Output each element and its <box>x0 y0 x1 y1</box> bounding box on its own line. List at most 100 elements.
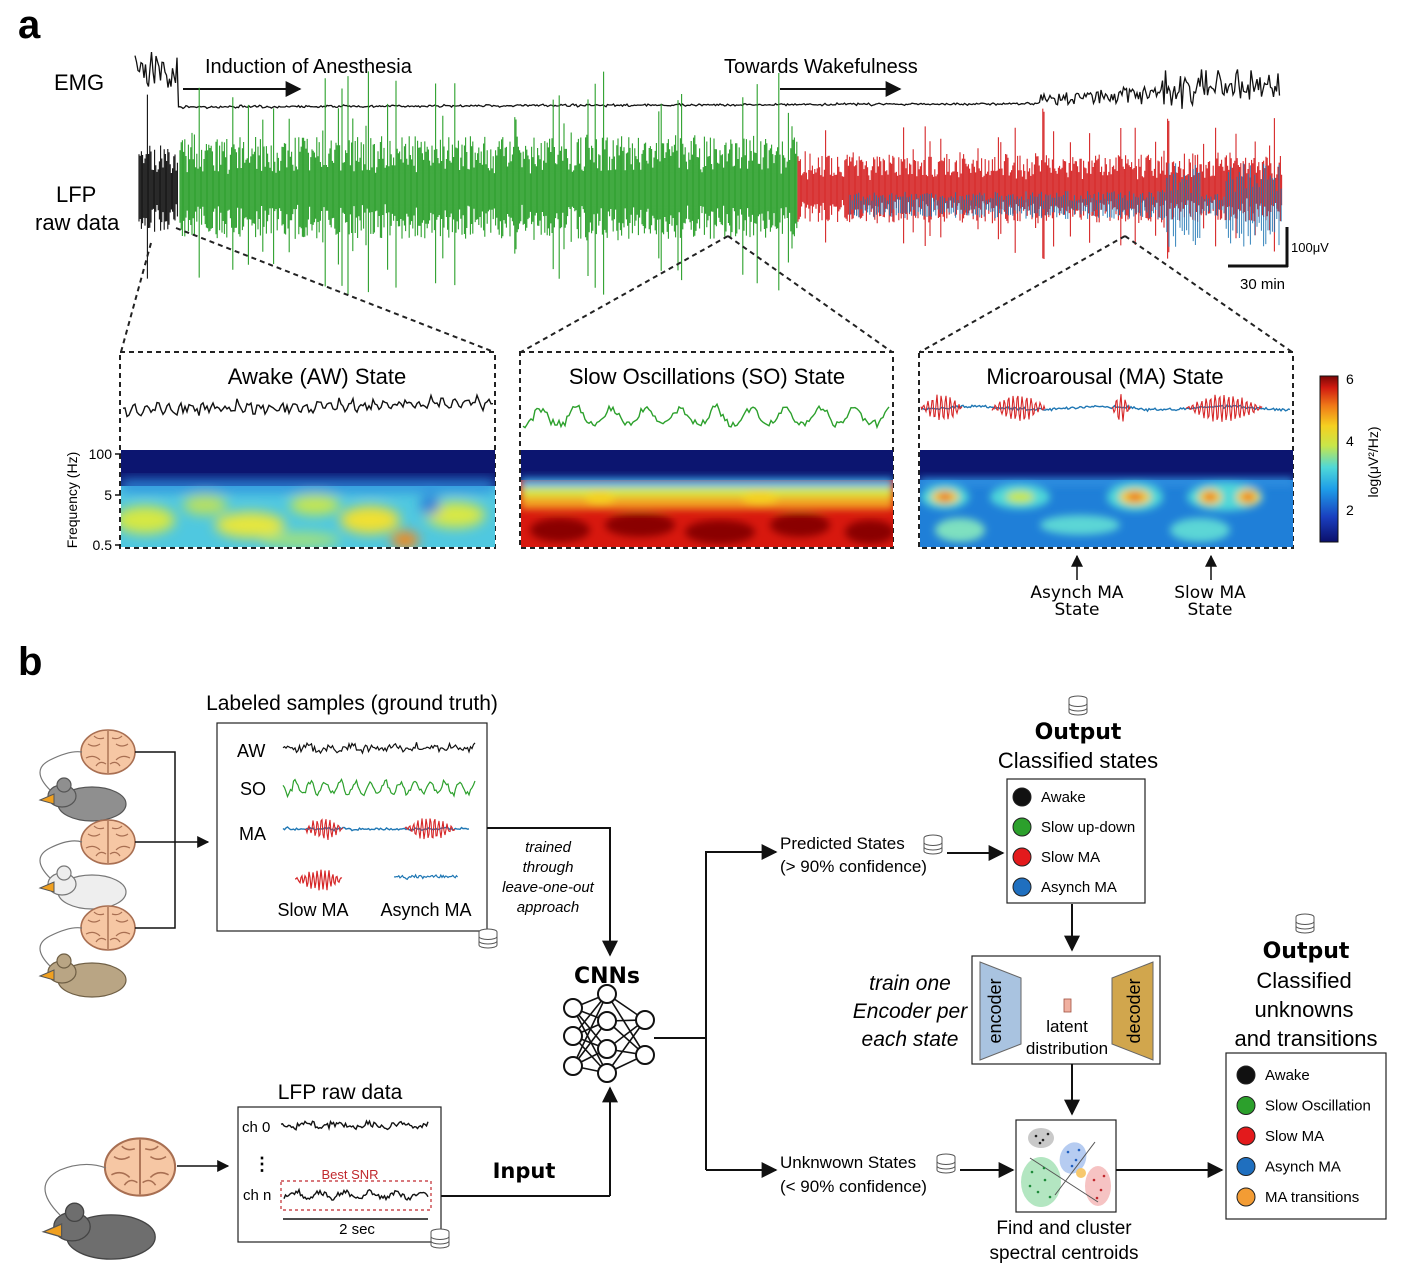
sample-trace-aw <box>282 741 476 755</box>
sample-trace-so <box>282 777 476 799</box>
two-sec-label: 2 sec <box>339 1221 375 1238</box>
cnn-connection <box>606 1019 646 1074</box>
output1-legend-marker <box>1012 877 1032 897</box>
lfp-segment-so <box>179 71 798 295</box>
channel-dots: ⋮ <box>253 1154 271 1174</box>
lfp-segment-slow-ma <box>797 108 1283 259</box>
svg-text:approach: approach <box>517 899 580 916</box>
channel-0-trace <box>280 1119 429 1131</box>
wakefulness-label: Towards Wakefulness <box>724 56 918 78</box>
mouse-3 <box>39 953 127 998</box>
cnn-network-icon <box>563 984 655 1083</box>
so-state-trace <box>522 402 890 430</box>
latent-label-1: latent <box>1046 1017 1088 1036</box>
mouse-1 <box>39 777 127 822</box>
slow-annotation-1: Slow MA <box>1174 583 1246 603</box>
database-icon <box>923 834 943 855</box>
state-title-ma: Microarousal (MA) State <box>986 364 1223 389</box>
output1-legend-marker <box>1012 817 1032 837</box>
unknown-states-1: Unknwown States <box>780 1153 916 1172</box>
cnn-node <box>635 1010 655 1030</box>
brain-2 <box>80 819 136 865</box>
output1-legend-label: Awake <box>1041 789 1086 806</box>
panel-a-letter: a <box>18 3 41 47</box>
svg-text:trained: trained <box>525 839 572 856</box>
cnn-node <box>563 1056 583 1076</box>
cluster-plot <box>1021 1128 1111 1207</box>
output2-legend-label: MA transitions <box>1265 1189 1359 1206</box>
output2-legend-marker <box>1236 1065 1256 1085</box>
mouse-4 <box>42 1202 156 1260</box>
mouse-connector-lines <box>135 751 230 1172</box>
output1-legend-label: Slow up-down <box>1041 819 1135 836</box>
row-label-aw: AW <box>237 741 265 761</box>
cnn-connection <box>572 993 608 1067</box>
cnn-node <box>597 1011 617 1031</box>
lfp-segment-asynch-ma <box>849 163 1282 247</box>
encoder-shape <box>979 961 1022 1061</box>
database-icon <box>1068 695 1088 716</box>
mouse-2 <box>39 865 127 910</box>
database-icon <box>936 1153 956 1174</box>
state-title-so: Slow Oscillations (SO) State <box>569 364 845 389</box>
output1-legend-label: Asynch MA <box>1041 879 1117 896</box>
output2-legend-label: Slow MA <box>1265 1128 1324 1145</box>
lfp-raw-title: LFP raw data <box>278 1081 403 1104</box>
brain-1 <box>80 729 136 775</box>
state-box-ma: Microarousal (MA) State <box>918 351 1294 549</box>
cluster-label-2: spectral centroids <box>990 1243 1139 1264</box>
output2-legend-label: Awake <box>1265 1067 1310 1084</box>
panel-b-letter: b <box>18 640 42 684</box>
colorbar-tick-6: 6 <box>1346 371 1354 387</box>
svg-text:Encoder per: Encoder per <box>853 1000 968 1023</box>
best-snr-label: Best SNR <box>321 1167 378 1182</box>
output1-legend-marker <box>1012 787 1032 807</box>
emg-label: EMG <box>54 70 104 95</box>
predicted-states-1: Predicted States <box>780 834 905 853</box>
output2-title: Output <box>1263 939 1350 964</box>
train-encoder-note: train one Encoder per each state <box>853 972 968 1051</box>
unknown-states-2: (< 90% confidence) <box>780 1177 927 1196</box>
scale-time-label: 30 min <box>1240 276 1285 293</box>
cluster-label-1: Find and cluster <box>996 1218 1132 1239</box>
trained-note: trained through leave-one-out approach <box>502 839 595 916</box>
row-label-so: SO <box>240 779 266 799</box>
lfp-raw-trace <box>138 71 1283 295</box>
freq-tick-0.5: 0.5 <box>93 537 113 553</box>
lfp-segment-awake <box>138 94 178 279</box>
labeled-samples-title: Labeled samples (ground truth) <box>206 692 498 715</box>
scale-amp-label: 100μV <box>1291 240 1329 255</box>
row-label-ma: MA <box>239 824 266 844</box>
ma-trace-slow-burst <box>305 818 344 840</box>
output2-legend-marker <box>1236 1187 1256 1207</box>
svg-text:each state: each state <box>862 1028 959 1051</box>
database-icon <box>478 928 498 949</box>
output2-subtitle-1: Classified <box>1256 968 1351 993</box>
ma-state-trace <box>920 394 1291 422</box>
cnn-connection <box>606 993 646 1056</box>
freq-tick-5: 5 <box>104 487 112 503</box>
channel-0-label: ch 0 <box>242 1119 270 1136</box>
output1-legend-label: Slow MA <box>1041 849 1100 866</box>
channel-n-trace <box>283 1187 429 1202</box>
database-icon <box>430 1228 450 1249</box>
cnn-node <box>563 998 583 1018</box>
cnn-node <box>635 1045 655 1065</box>
spectrogram-awake <box>121 450 495 547</box>
output2-subtitle-2: unknowns <box>1254 997 1353 1022</box>
ma-trace-slow-burst <box>991 395 1046 421</box>
input-label: Input <box>493 1159 556 1183</box>
lfp-label-line2: raw data <box>35 210 120 235</box>
cnn-node <box>563 1026 583 1046</box>
brain-4 <box>103 1137 177 1197</box>
state-box-awake: Awake (AW) State <box>119 351 496 549</box>
awake-state-trace <box>122 393 494 418</box>
freq-ticks <box>115 453 121 546</box>
spectrogram-ma <box>920 450 1293 547</box>
output1-legend-marker <box>1012 847 1032 867</box>
state-title-awake: Awake (AW) State <box>228 364 407 389</box>
cnn-node <box>597 984 617 1004</box>
